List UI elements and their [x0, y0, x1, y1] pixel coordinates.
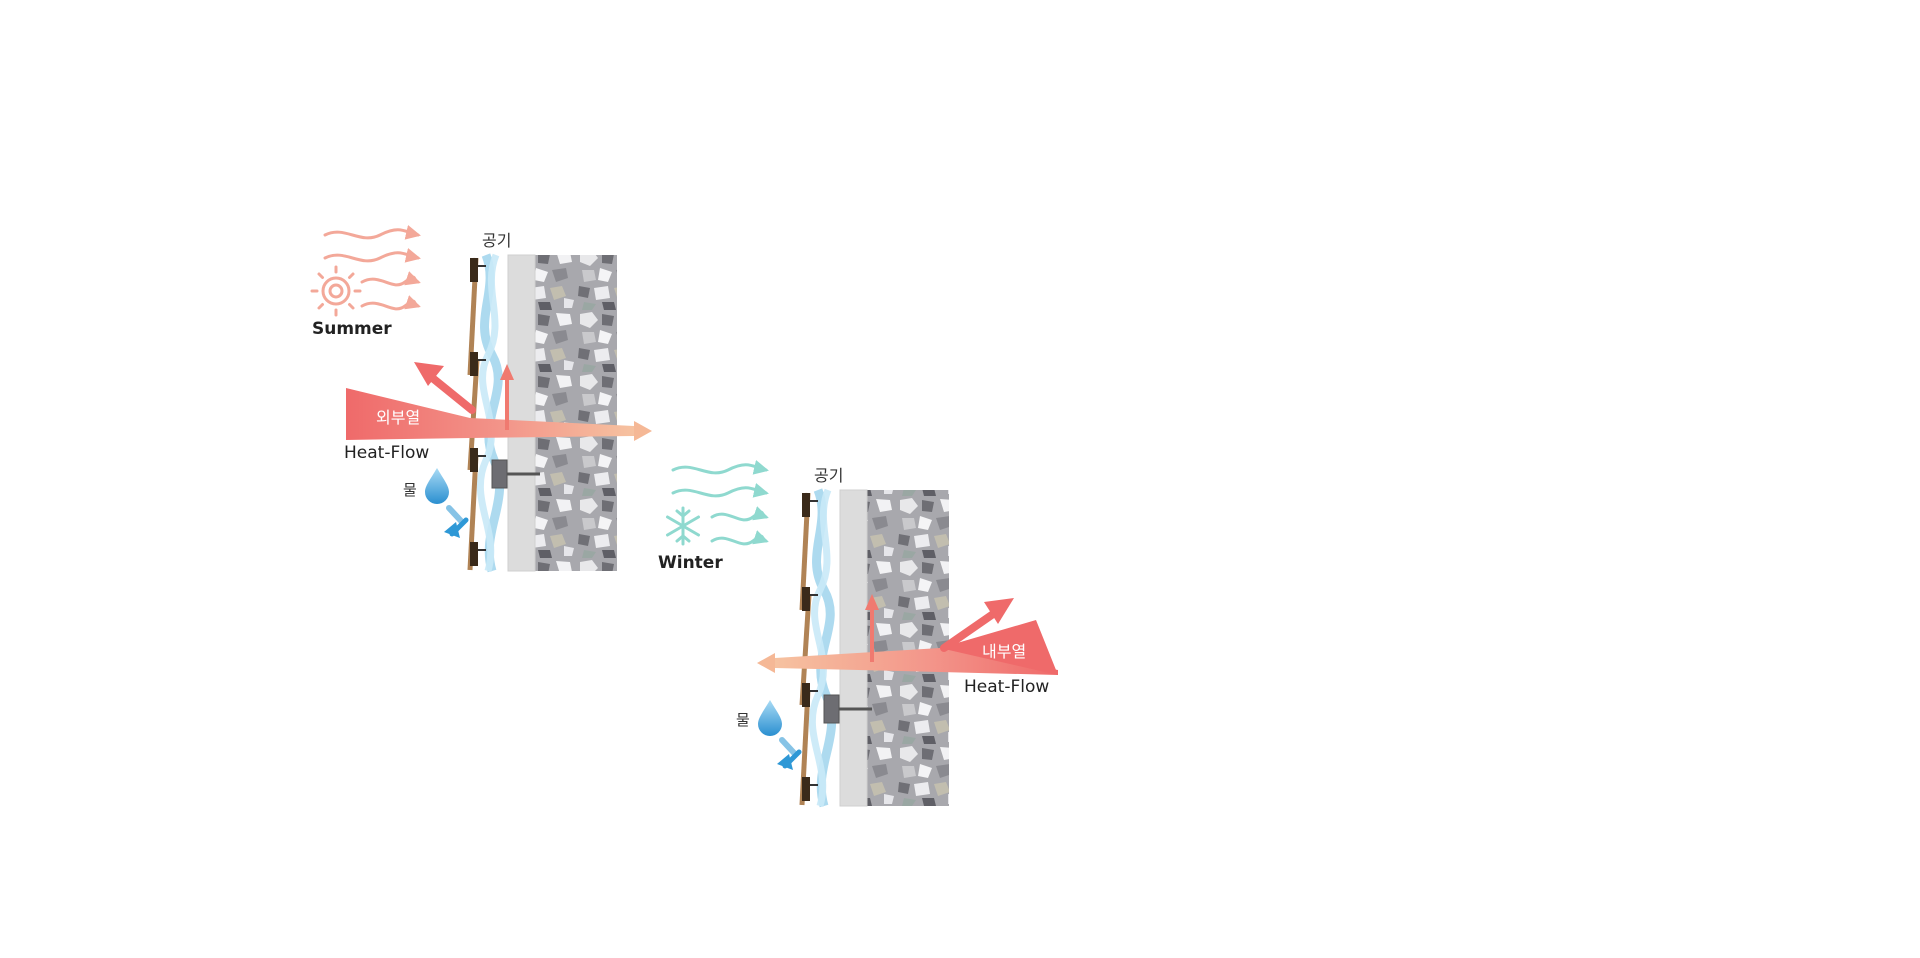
summer-air-gap-flow [476, 253, 505, 573]
water-drop-icon [425, 468, 449, 504]
winter-season-label: Winter [658, 553, 723, 573]
summer-wind-icon [323, 224, 421, 311]
summer-insulation-layer [508, 255, 535, 571]
winter-air-gap-flow [808, 488, 837, 808]
summer-water-label: 물 [403, 481, 417, 499]
winter-heat-flow-arrow [757, 594, 1058, 675]
winter-water-label: 물 [736, 711, 750, 729]
summer-heat-flow-arrow [346, 362, 652, 441]
summer-heat-label: 외부열 [376, 408, 420, 427]
summer-water-runoff-arrow [444, 505, 469, 538]
winter-wind-icon [671, 459, 769, 546]
winter-air-label: 공기 [814, 466, 843, 485]
winter-heat-label: 내부열 [982, 642, 1026, 661]
summer-air-label: 공기 [482, 231, 511, 250]
snowflake-icon [666, 506, 700, 546]
summer-season-label: Summer [312, 319, 392, 339]
summer-wall-bracket [491, 459, 540, 489]
winter-wall-bracket [823, 694, 872, 724]
winter-insulation-layer [840, 490, 867, 806]
sun-icon [310, 265, 362, 317]
winter-stone-wall [867, 490, 949, 806]
summer-heat-flow-label: Heat-Flow [344, 443, 429, 463]
winter-water-runoff-arrow [777, 737, 802, 770]
winter-panel: Winter [658, 459, 1058, 808]
summer-panel: Summer [310, 224, 652, 573]
summer-stone-wall [535, 255, 617, 571]
water-drop-icon [758, 700, 782, 736]
winter-heat-flow-label: Heat-Flow [964, 677, 1049, 697]
winter-cladding-boards [799, 492, 818, 806]
summer-cladding-boards [467, 257, 486, 571]
